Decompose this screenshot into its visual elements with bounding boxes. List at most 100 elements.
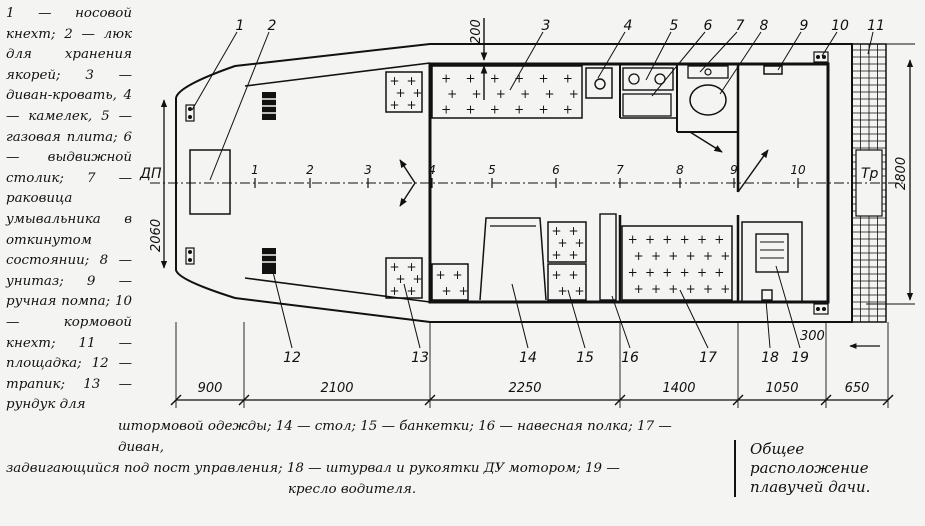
plus-mark: + (720, 249, 730, 263)
dim-label: 2100 (320, 381, 353, 396)
dim-label: 1050 (765, 381, 798, 396)
callout-label: 1 (236, 18, 245, 34)
callout-leader (567, 289, 586, 349)
plus-mark: + (441, 284, 451, 298)
plus-mark: + (551, 268, 561, 282)
callout-leader (821, 31, 838, 57)
plus-mark: + (551, 224, 561, 238)
bench-bottom (547, 263, 587, 301)
callout-label: 12 (283, 350, 301, 366)
stove-heater (585, 67, 613, 99)
plus-mark: + (514, 102, 524, 116)
callout-leader (511, 283, 529, 349)
station-label: 6 (552, 163, 560, 177)
plus-mark: + (662, 232, 672, 246)
callout-label: 15 (576, 350, 594, 366)
plus-mark: + (447, 87, 457, 101)
dim-tick (820, 394, 832, 406)
plus-mark: + (389, 98, 399, 112)
dim-2800-label: 2800 (894, 157, 909, 190)
callout-leader (867, 31, 874, 55)
station-label: 2 (306, 163, 314, 177)
dim-label: 2250 (508, 381, 541, 396)
plus-mark: + (628, 232, 638, 246)
storm-locker-bench (431, 263, 469, 301)
platform-label: Тр (861, 166, 879, 182)
callout-label: 4 (624, 18, 633, 34)
plus-mark: + (634, 282, 644, 296)
gas-stove (622, 67, 674, 91)
dim-tick (614, 394, 626, 406)
table (479, 217, 547, 301)
callout-label: 5 (670, 18, 679, 34)
dim-tick (424, 394, 436, 406)
station-label: 7 (616, 163, 624, 177)
station-label: 8 (676, 163, 684, 177)
plus-mark: + (563, 72, 573, 86)
callout-leader (403, 283, 421, 349)
plus-mark: + (538, 72, 548, 86)
callout-leader (765, 299, 771, 349)
plus-mark: + (662, 265, 672, 279)
plus-mark: + (395, 272, 405, 286)
plus-mark: + (490, 72, 500, 86)
plus-mark: + (441, 72, 451, 86)
anchor-hatch (189, 149, 231, 215)
callout-label: 6 (704, 18, 713, 34)
gangway-steps-bottom (262, 248, 276, 274)
plus-mark: + (628, 265, 638, 279)
plus-mark: + (568, 224, 578, 238)
plus-mark: + (544, 87, 554, 101)
plus-mark: + (389, 74, 399, 88)
dim-tick (732, 394, 744, 406)
locker-top (385, 71, 423, 113)
toilet (689, 84, 727, 116)
plus-mark: + (471, 87, 481, 101)
plus-mark: + (651, 282, 661, 296)
plus-mark: + (496, 87, 506, 101)
plus-mark: + (465, 102, 475, 116)
plus-mark: + (406, 284, 416, 298)
legend-top-text: 1 — носовой кнехт; 2 — люк для хранения … (6, 6, 132, 413)
bow-bollard-top (185, 104, 195, 122)
station-label: 10 (790, 163, 806, 177)
plus-mark: + (703, 282, 713, 296)
hand-pump (763, 65, 783, 75)
sofa-lower (621, 225, 733, 301)
plus-mark: + (520, 87, 530, 101)
plus-mark: + (720, 282, 730, 296)
plus-mark: + (406, 74, 416, 88)
dim-tick (238, 394, 250, 406)
plus-mark: + (714, 265, 724, 279)
callout-leader (775, 265, 801, 349)
plus-mark: + (538, 102, 548, 116)
callout-label: 11 (867, 18, 885, 34)
callout-leader (719, 31, 762, 95)
stern-bollard-bottom (813, 303, 829, 315)
dim-tick (882, 394, 894, 406)
dim-2060-label: 2060 (149, 219, 164, 252)
plus-mark: + (697, 265, 707, 279)
figure-caption: Общее расположение плавучей дачи. (734, 440, 900, 497)
callout-leader (597, 31, 626, 79)
callout-leader (209, 31, 270, 181)
callout-leader (679, 289, 709, 349)
callout-leader (651, 31, 706, 97)
plus-mark: + (412, 86, 422, 100)
callout-label: 9 (800, 18, 809, 34)
bow-bollard-bottom (185, 247, 195, 265)
callout-leader (699, 31, 738, 73)
callout-leader (611, 295, 631, 349)
callout-leader (191, 31, 238, 111)
plus-mark: + (557, 236, 567, 250)
plus-mark: + (714, 232, 724, 246)
sofa-bed (431, 65, 583, 119)
plus-mark: + (680, 265, 690, 279)
legend-line-1: штормовой одежды; 14 — стол; 15 — банкет… (118, 419, 672, 455)
callout-label: 8 (760, 18, 769, 34)
plus-mark: + (686, 282, 696, 296)
plus-mark: + (452, 268, 462, 282)
plus-mark: + (568, 268, 578, 282)
plus-mark: + (651, 249, 661, 263)
plus-mark: + (569, 87, 579, 101)
